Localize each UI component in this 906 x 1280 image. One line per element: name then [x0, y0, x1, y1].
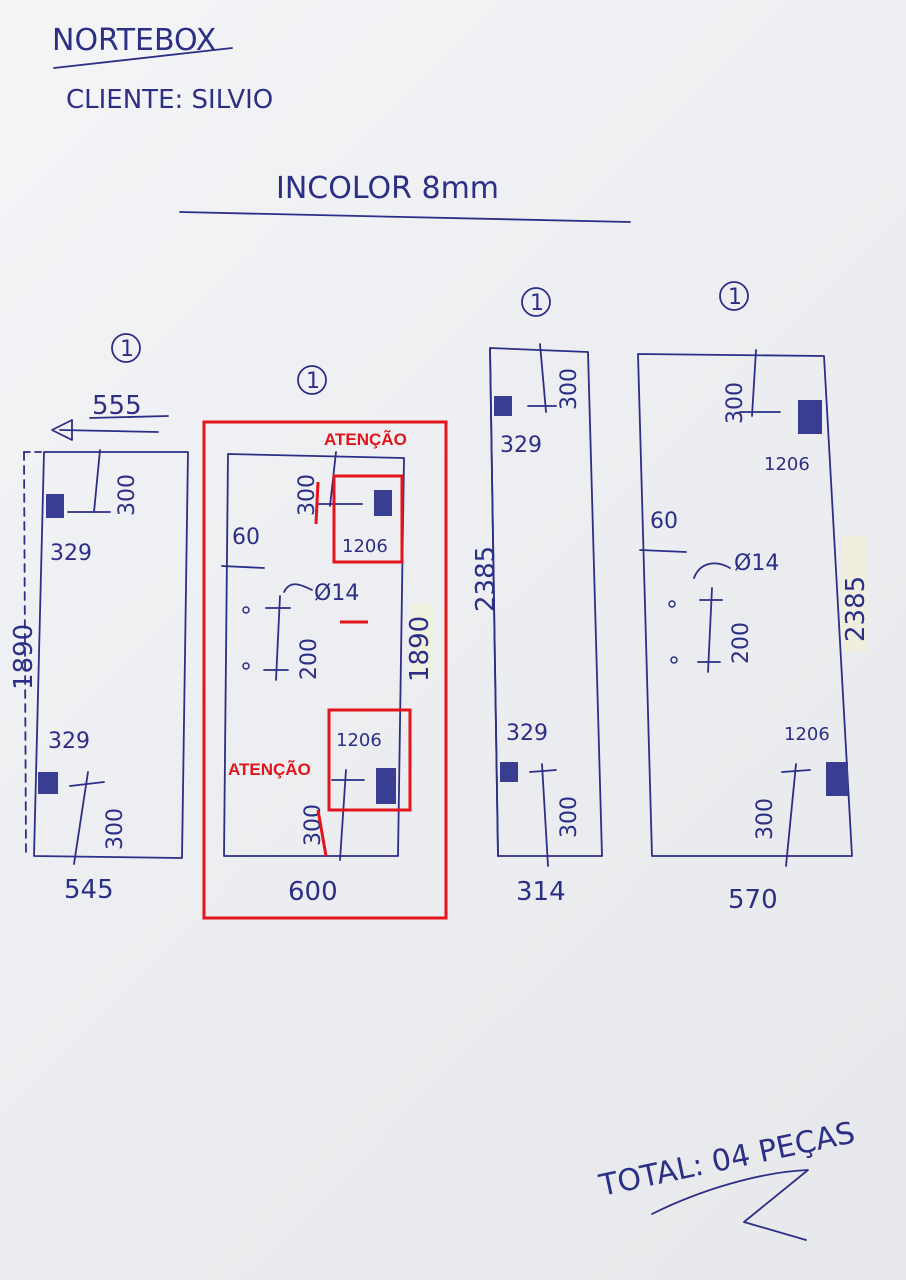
piece-2-hole-offset-line [221, 565, 265, 569]
piece-2-hole-diameter: Ø14 [314, 581, 359, 606]
piece-1-hinge-top-offset: 329 [50, 541, 92, 566]
piece-4-outline [637, 353, 853, 857]
piece-1-arrow-icon [51, 419, 73, 441]
piece-4-hole-leader [693, 562, 731, 579]
piece-2-hole-leader [283, 583, 313, 593]
piece-3-bottom-width: 314 [516, 877, 566, 907]
piece-4-hinge-top-dist: 300 [723, 382, 748, 424]
piece-2-height: 1890 [405, 616, 435, 682]
piece-2-qty-circle [297, 365, 327, 395]
piece-3-hinge-bottom-dim-line [541, 763, 549, 867]
piece-2-hinge-bottom-code: 1206 [336, 730, 382, 751]
piece-1-qty: 1 [120, 337, 134, 362]
piece-1-hinge-top-icon [46, 494, 64, 518]
piece-4-tape [842, 536, 868, 652]
piece-3-hinge-top-dist: 300 [557, 368, 582, 410]
material-underline [179, 211, 631, 223]
piece-2-bottom-width: 600 [288, 877, 338, 907]
piece-2-tape [412, 604, 434, 676]
piece-4-hinge-bottom-dist: 300 [753, 798, 778, 840]
piece-4-hinge-top-icon [798, 400, 822, 434]
piece-4-hinge-bottom-icon [826, 762, 848, 796]
piece-2-hinge-top-highlight [332, 474, 404, 564]
piece-1-hinge-top-dim-line [93, 449, 101, 513]
piece-2-hinge-bottom-dim-line [339, 769, 347, 861]
piece-4-qty: 1 [728, 285, 742, 310]
company-underline [53, 47, 233, 69]
piece-4-hole-bottom [670, 656, 678, 664]
piece-2-hole-spacing-line [275, 595, 281, 681]
piece-4-hole-top [668, 600, 676, 608]
piece-2-hole-offset: 60 [232, 525, 260, 550]
piece-4-qty-circle [719, 281, 749, 311]
piece-2-warning-top: ATENÇÃO [324, 429, 407, 449]
piece-2-hole-spacing: 200 [297, 638, 322, 680]
piece-4-hole-spacing-line [707, 587, 713, 673]
piece-4-height: 2385 [841, 576, 871, 642]
piece-4-hinge-top-dim-line [751, 349, 757, 417]
signature [651, 1169, 809, 1241]
piece-2-outline [223, 453, 405, 857]
piece-3-hinge-bottom-offset: 329 [506, 721, 548, 746]
piece-1-arrow-line [59, 429, 159, 433]
piece-1-height: 1890 [9, 624, 39, 690]
piece-3-hinge-bottom-dist: 300 [557, 796, 582, 838]
piece-4: 1 300 1206 60 Ø14 200 2385 1206 300 570 [637, 281, 871, 915]
piece-4-bottom-width: 570 [728, 885, 778, 915]
piece-1-qty-circle [111, 333, 141, 363]
piece-2: 1 300 1206 60 Ø14 200 1890 1206 300 600 … [202, 365, 448, 920]
piece-4-hole-offset-line [639, 549, 687, 553]
piece-2-hinge-top-code: 1206 [342, 536, 388, 557]
material-spec: INCOLOR 8mm [276, 171, 499, 206]
piece-1-hinge-bottom-dist: 300 [103, 808, 128, 850]
piece-1: 1 555 1890 300 329 329 300 545 [9, 333, 189, 905]
piece-3-hinge-top-dim-line [539, 343, 547, 413]
piece-1-height-line [23, 451, 27, 857]
piece-3-inner-edge [489, 347, 499, 857]
piece-1-hinge-bottom-dim-line [73, 771, 89, 865]
piece-1-top-width-line [89, 415, 169, 419]
piece-2-hinge-bottom-highlight [327, 708, 412, 812]
piece-1-outline [33, 451, 189, 859]
piece-3-qty: 1 [530, 291, 544, 316]
piece-2-hinge-bottom-icon [376, 768, 396, 804]
piece-2-highlight-frame [202, 420, 448, 920]
piece-1-hinge-bottom-icon [38, 772, 58, 794]
piece-1-hinge-top-dist: 300 [115, 474, 140, 516]
piece-2-hole-top [242, 606, 250, 614]
piece-3-hinge-bottom-icon [500, 762, 518, 782]
piece-2-hinge-top-red-mark [314, 481, 320, 525]
piece-3-height: 2385 [471, 546, 501, 612]
piece-1-bottom-width: 545 [64, 875, 114, 905]
piece-4-hinge-bottom-code: 1206 [784, 724, 830, 745]
piece-4-hole-spacing: 200 [729, 622, 754, 664]
piece-1-hinge-bottom-offset: 329 [48, 729, 90, 754]
piece-3-hinge-top-icon [494, 396, 512, 416]
piece-4-hinge-bottom-dim-line [785, 763, 797, 867]
piece-2-hinge-bottom-red-mark [316, 809, 328, 857]
piece-3-hinge-top-offset: 329 [500, 433, 542, 458]
piece-3: 1 300 329 2385 329 300 314 [471, 287, 603, 907]
piece-2-qty: 1 [306, 369, 320, 394]
total-pieces: TOTAL: 04 PEÇAS [595, 1116, 858, 1205]
piece-4-hole-diameter: Ø14 [734, 551, 779, 576]
piece-2-warning-bottom: ATENÇÃO [228, 759, 311, 779]
client-name: CLIENTE: SILVIO [66, 85, 273, 115]
piece-2-hinge-top-icon [374, 490, 392, 516]
piece-3-qty-circle [521, 287, 551, 317]
piece-4-hinge-top-code: 1206 [764, 454, 810, 475]
piece-4-hole-offset: 60 [650, 509, 678, 534]
piece-2-hole-bottom [242, 662, 250, 670]
